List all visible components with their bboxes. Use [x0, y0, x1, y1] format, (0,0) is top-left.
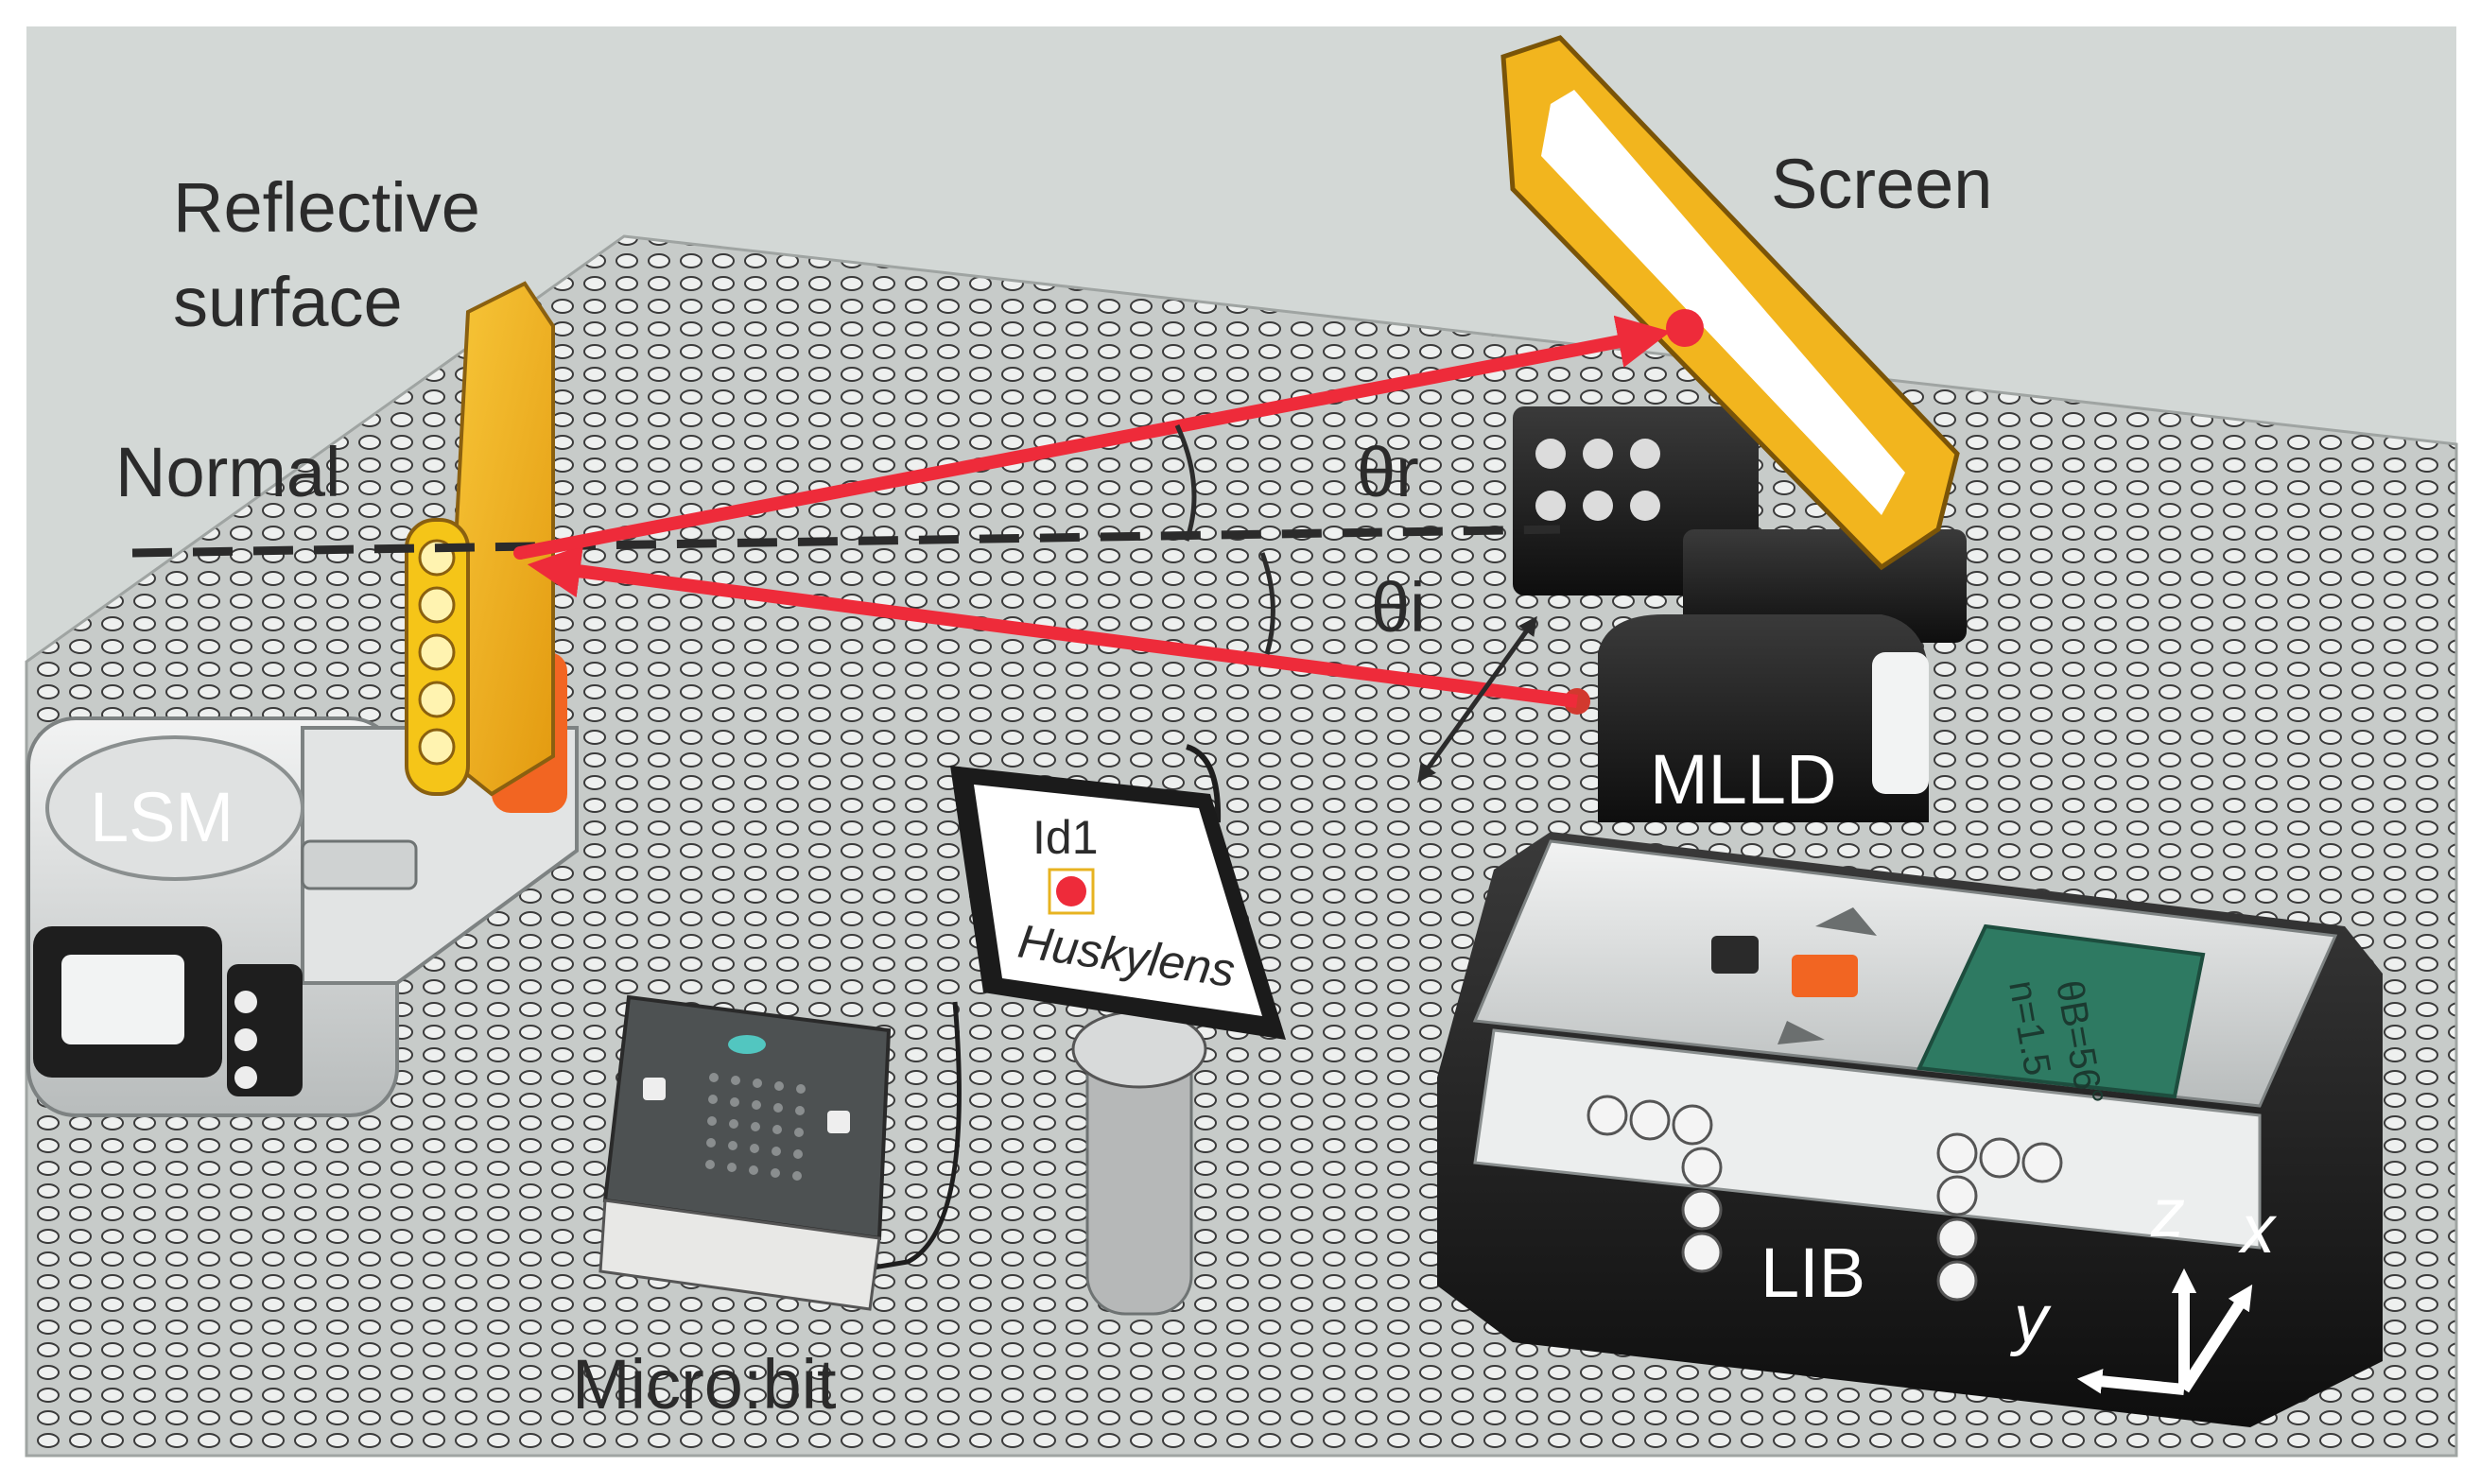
reflective-surface-label-line2: surface	[173, 263, 403, 341]
incidence-angle-arc	[1259, 552, 1275, 655]
reflected-beam	[518, 315, 1671, 560]
microbit	[598, 994, 962, 1311]
lsm-label: LSM	[90, 778, 234, 856]
lsm-motor: LSM	[26, 652, 579, 1117]
lib-brick: θB=56° n=1.5 LIB	[1437, 832, 2383, 1427]
huskylens-id-label: Id1	[1032, 811, 1099, 864]
laser-spot-screen	[1666, 309, 1704, 347]
axis-z-label: z	[2150, 1176, 2185, 1251]
theta-r-label: θr	[1357, 433, 1419, 511]
microbit-label: Micro:bit	[572, 1345, 837, 1424]
axis-triad: z x y	[2009, 1176, 2278, 1395]
huskylens-target-box	[1048, 868, 1095, 915]
screen-label: Screen	[1771, 145, 1992, 223]
axis-x-label: x	[2238, 1192, 2278, 1268]
mlld-label: MLLD	[1650, 740, 1836, 819]
lib-label: LIB	[1760, 1234, 1865, 1312]
microbit-led-matrix	[705, 1073, 806, 1181]
reflective-surface-panel	[405, 281, 555, 797]
mlld-laser-module: MLLD	[1564, 614, 1929, 822]
axis-y-label: y	[2009, 1282, 2052, 1357]
reflection-angle-arc	[1174, 423, 1197, 542]
theta-i-label: θi	[1371, 568, 1426, 647]
reflective-surface-label-line1: Reflective	[173, 168, 480, 247]
rotation-double-arrow	[1417, 615, 1537, 784]
incident-beam	[527, 544, 1578, 708]
huskylens-laser-spot	[1056, 876, 1086, 906]
laser-hit-point	[513, 546, 527, 560]
huskylens: Id1 Huskylens	[950, 744, 1286, 1316]
normal-label: Normal	[115, 433, 340, 511]
screen-panel	[1500, 35, 1960, 571]
